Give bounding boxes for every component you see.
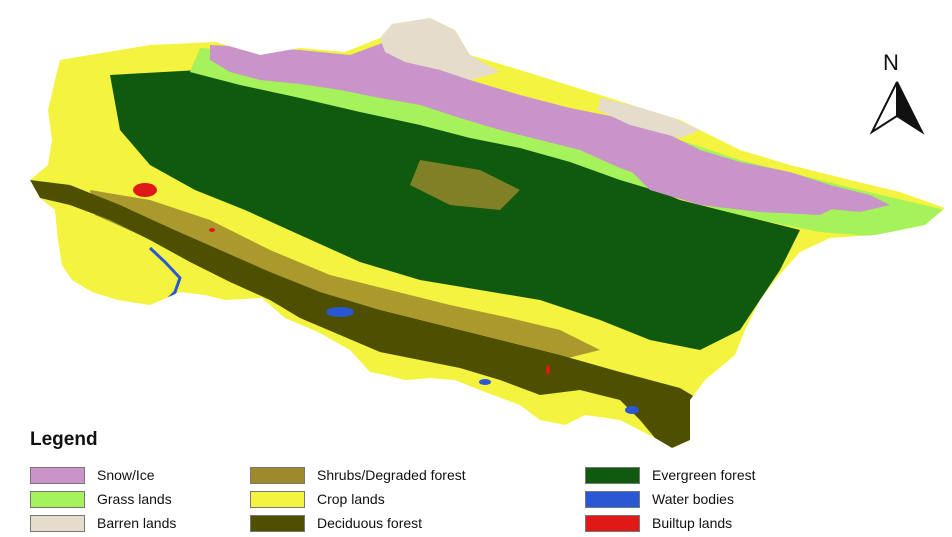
map-snow-ice-east <box>620 155 850 215</box>
legend-label: Evergreen forest <box>652 467 756 483</box>
map-lake-south <box>479 379 491 385</box>
map-shrubs-patch <box>410 160 520 210</box>
map-lake-central <box>326 307 354 317</box>
map-builtup-main <box>133 183 157 197</box>
legend-swatch <box>30 466 85 484</box>
legend-swatch <box>585 514 640 532</box>
legend-swatch <box>30 490 85 508</box>
legend-item-grass-lands: Grass lands <box>30 489 172 509</box>
map-builtup-south <box>546 365 550 375</box>
legend-label: Snow/Ice <box>97 467 155 483</box>
legend-item-deciduous-forest: Deciduous forest <box>250 513 422 533</box>
map-evergreen-forest <box>110 70 800 350</box>
map-deciduous-forest <box>30 180 700 448</box>
legend-swatch <box>585 466 640 484</box>
north-label: N <box>883 50 899 75</box>
legend-label: Crop lands <box>317 491 385 507</box>
legend-swatch <box>250 466 305 484</box>
legend-label: Water bodies <box>652 491 734 507</box>
legend-swatch <box>585 490 640 508</box>
legend-swatch <box>30 514 85 532</box>
legend-item-crop-lands: Crop lands <box>250 489 385 509</box>
legend-item-water-bodies: Water bodies <box>585 489 734 509</box>
legend-swatch <box>250 490 305 508</box>
map-shrubs <box>90 190 600 360</box>
map-crop-west <box>55 210 180 305</box>
legend-item-evergreen-forest: Evergreen forest <box>585 465 756 485</box>
map-barren-lands <box>380 18 500 80</box>
legend-label: Barren lands <box>97 515 177 531</box>
legend-swatch <box>250 514 305 532</box>
legend-label: Deciduous forest <box>317 515 423 531</box>
legend-item-barren-lands: Barren lands <box>30 513 176 533</box>
legend-label: Shrubs/Degraded forest <box>317 467 466 483</box>
legend-item-builtup-lands: Builtup lands <box>585 513 732 533</box>
map-barren-lands-east <box>598 98 700 138</box>
legend-title: Legend <box>30 429 98 450</box>
map-builtup-small <box>209 228 215 232</box>
legend-item-shrubs: Shrubs/Degraded forest <box>250 465 466 485</box>
north-arrow-icon <box>869 81 925 135</box>
legend-label: Grass lands <box>97 491 172 507</box>
legend-item-snow-ice: Snow/Ice <box>30 465 155 485</box>
map-lake-southeast <box>625 406 639 414</box>
legend-label: Builtup lands <box>652 515 733 531</box>
